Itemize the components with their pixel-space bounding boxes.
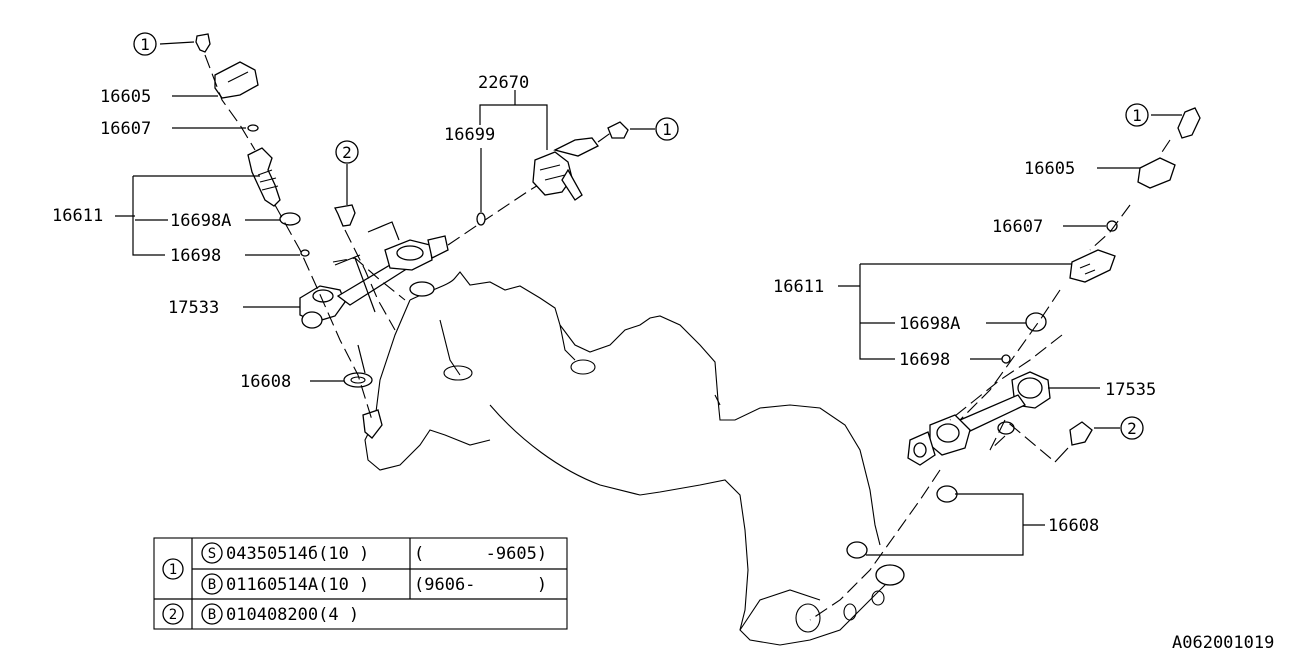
label-16608-left: 16608 [240, 372, 291, 392]
diagram-id: A062001019 [1172, 633, 1274, 653]
legend-type-1: B [208, 577, 216, 593]
legend-part-1: 01160514A(10 ) [226, 575, 369, 595]
ref-1-right: 1 [1132, 106, 1142, 125]
legend-type-circle-1 [201, 573, 223, 595]
legend-ref-1: 1 [169, 562, 177, 578]
legend-ref-circle-2 [162, 603, 184, 625]
ref-circle-2-left [335, 140, 359, 164]
legend-part-2: 010408200(4 ) [226, 605, 359, 625]
legend-range-1: (9606- ) [414, 575, 547, 595]
ref-circle-1-top-left [133, 32, 157, 56]
label-17535: 17535 [1105, 380, 1156, 400]
ref-2-right: 2 [1127, 419, 1137, 438]
legend-part-0: 04350514б(10 ) [226, 544, 369, 564]
legend-ref-2: 2 [169, 607, 177, 623]
label-16605-left: 16605 [100, 87, 151, 107]
ref-circle-1-right [1125, 103, 1149, 127]
legend-type-0: S [208, 546, 216, 562]
label-16608-right: 16608 [1048, 516, 1099, 536]
legend-type-2: B [208, 607, 216, 623]
ref-1-center: 1 [662, 120, 672, 139]
callout-labels: 1 16605 16607 16611 16698A 16698 17533 1… [52, 32, 1274, 653]
left-injector-assembly [195, 33, 556, 439]
leader-lines [115, 41, 1182, 556]
intake-manifold-outline [364, 271, 901, 646]
sensor-22670-assembly [476, 121, 629, 226]
label-16698-right: 16698 [899, 350, 950, 370]
legend-type-circle-0 [201, 542, 223, 564]
legend-border [153, 537, 568, 630]
ref-circle-1-center [655, 117, 679, 141]
label-16605-right: 16605 [1024, 159, 1075, 179]
ref-1-top-left: 1 [140, 35, 150, 54]
label-16611-right: 16611 [773, 277, 824, 297]
legend-type-circle-2 [201, 603, 223, 625]
label-16607-left: 16607 [100, 119, 151, 139]
ref-2-left: 2 [342, 143, 352, 162]
label-16607-right: 16607 [992, 217, 1043, 237]
fastener-legend-table: 1 2 S 04350514б(10 ) ( -9605) B 01160514… [153, 537, 568, 630]
legend-ref-circle-1 [162, 558, 184, 580]
ref-circle-2-right [1120, 416, 1144, 440]
right-injector-assembly [809, 107, 1201, 621]
label-16698A-right: 16698A [899, 314, 960, 334]
label-16698-left: 16698 [170, 246, 221, 266]
label-22670: 22670 [478, 73, 529, 93]
legend-range-0: ( -9605) [414, 544, 547, 564]
label-17533: 17533 [168, 298, 219, 318]
label-16611-left: 16611 [52, 206, 103, 226]
label-16699: 16699 [444, 125, 495, 145]
label-16698A-left: 16698A [170, 211, 231, 231]
